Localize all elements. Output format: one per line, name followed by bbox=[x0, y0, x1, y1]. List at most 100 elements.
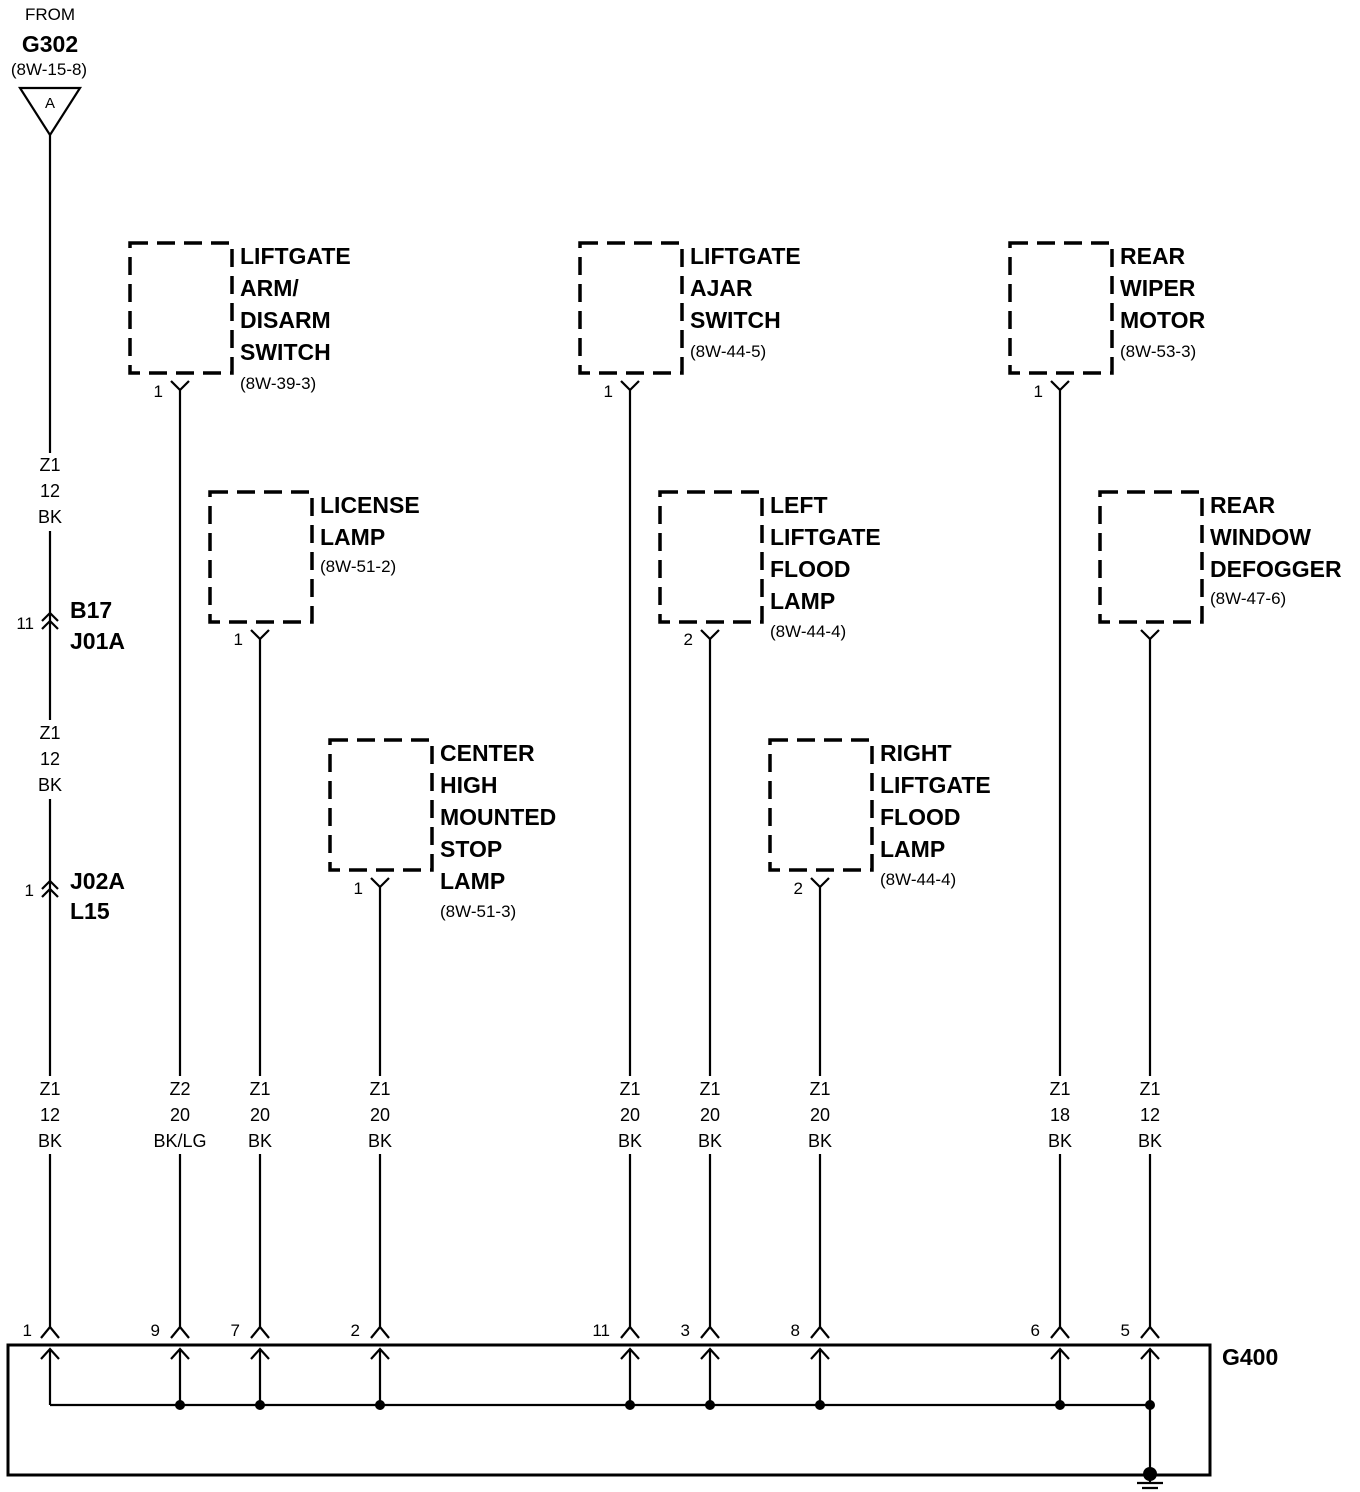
component-terminal bbox=[700, 629, 720, 641]
component-terminal bbox=[250, 629, 270, 641]
component-terminal bbox=[1140, 629, 1160, 641]
component-outline bbox=[578, 241, 684, 375]
wire-gauge-label: 20 bbox=[700, 1105, 720, 1125]
ground-connector-terminal bbox=[40, 1325, 60, 1339]
component-pin-number: 2 bbox=[794, 879, 803, 898]
ground-id: G400 bbox=[1222, 1344, 1278, 1370]
ground-connector-pin-number: 6 bbox=[1031, 1321, 1040, 1340]
component-name-line: LAMP bbox=[440, 868, 505, 894]
component-name-line: ARM/ bbox=[240, 275, 299, 301]
wire-circuit-label: Z1 bbox=[39, 455, 60, 475]
ground-eyelet-terminal bbox=[250, 1347, 270, 1405]
wire-circuit-label: Z1 bbox=[1139, 1079, 1160, 1099]
wire-circuit-label: Z1 bbox=[1049, 1079, 1070, 1099]
ground-eyelet-terminal bbox=[40, 1347, 60, 1405]
component-name-line: LIFTGATE bbox=[240, 243, 351, 269]
component-name-line: MOUNTED bbox=[440, 804, 556, 830]
component-name-line: DEFOGGER bbox=[1210, 556, 1342, 582]
ground-connector-pin-number: 9 bbox=[151, 1321, 160, 1340]
wire-gauge-label: 20 bbox=[250, 1105, 270, 1125]
ground-g400: G400 bbox=[6, 1343, 1278, 1490]
wire-gauge-label: 12 bbox=[1140, 1105, 1160, 1125]
inline-connector-name: J01A bbox=[70, 628, 125, 654]
ground-connector-pin-number: 11 bbox=[592, 1321, 610, 1340]
ground-eyelet-terminal bbox=[1050, 1347, 1070, 1405]
ground-eyelet-terminal bbox=[370, 1347, 390, 1405]
component-outline bbox=[1098, 490, 1204, 624]
wire-gauge-label: 12 bbox=[40, 749, 60, 769]
component-name-line: AJAR bbox=[690, 275, 753, 301]
component-name-line: DISARM bbox=[240, 307, 331, 333]
component-name-line: LICENSE bbox=[320, 492, 420, 518]
wire-color-label: BK bbox=[38, 775, 62, 795]
ground-connector-pin-number: 7 bbox=[231, 1321, 240, 1340]
ground-outline bbox=[6, 1343, 1212, 1477]
ground-connector-terminal bbox=[370, 1325, 390, 1339]
source-ground-id: G302 bbox=[22, 31, 78, 57]
ground-connector-terminal bbox=[170, 1325, 190, 1339]
component-name-line: CENTER bbox=[440, 740, 535, 766]
wire-circuit-label: Z1 bbox=[249, 1079, 270, 1099]
wire-circuit-label: Z2 bbox=[169, 1079, 190, 1099]
component-pin-number: 1 bbox=[604, 382, 613, 401]
ground-connector-pin-number: 8 bbox=[791, 1321, 800, 1340]
ground-eyelet-terminal bbox=[620, 1347, 640, 1405]
component-liftgate-ajar-switch: LIFTGATE AJAR SWITCH (8W-44-5) 1 Z1 20 B… bbox=[578, 241, 801, 1410]
component-terminal bbox=[370, 877, 390, 889]
ground-connector-terminal bbox=[810, 1325, 830, 1339]
ground-connector-terminal bbox=[1140, 1325, 1160, 1339]
component-pin-number: 1 bbox=[234, 630, 243, 649]
component-name-line: SWITCH bbox=[690, 307, 781, 333]
source-connector-letter: A bbox=[45, 95, 55, 112]
source-page-ref: (8W-15-8) bbox=[11, 60, 87, 79]
component-rear-window-defogger: REAR WINDOW DEFOGGER (8W-47-6) Z1 12 BK … bbox=[1098, 490, 1342, 1410]
component-pin-number: 1 bbox=[154, 382, 163, 401]
component-outline bbox=[328, 738, 434, 872]
component-terminal bbox=[170, 380, 190, 392]
component-name-line: LAMP bbox=[320, 524, 385, 550]
component-page-ref: (8W-44-4) bbox=[770, 622, 846, 641]
wire-circuit-label: Z1 bbox=[619, 1079, 640, 1099]
component-name-line: MOTOR bbox=[1120, 307, 1206, 333]
wire-gauge-label: 18 bbox=[1050, 1105, 1070, 1125]
ground-connector-pin-number: 2 bbox=[351, 1321, 360, 1340]
wire-color-label: BK bbox=[698, 1131, 722, 1151]
ground-connector-terminal bbox=[1050, 1325, 1070, 1339]
ground-connector-pin-number: 1 bbox=[23, 1321, 32, 1340]
ground-connector-pin-number: 5 bbox=[1121, 1321, 1130, 1340]
component-outline bbox=[658, 490, 764, 624]
wire-gauge-label: 12 bbox=[40, 1105, 60, 1125]
component-pin-number: 1 bbox=[354, 879, 363, 898]
component-terminal bbox=[1050, 380, 1070, 392]
inline-connector-name: B17 bbox=[70, 597, 112, 623]
component-license-lamp: LICENSE LAMP (8W-51-2) 1 Z1 20 BK 7 bbox=[208, 490, 420, 1410]
wire-gauge-label: 12 bbox=[40, 481, 60, 501]
component-outline bbox=[768, 738, 874, 872]
wire-gauge-label: 20 bbox=[170, 1105, 190, 1125]
inline-connector-terminal bbox=[41, 879, 59, 898]
inline-connector-terminal bbox=[41, 611, 59, 630]
component-name-line: REAR bbox=[1210, 492, 1276, 518]
wire-color-label: BK bbox=[38, 1131, 62, 1151]
component-terminal bbox=[810, 877, 830, 889]
component-rear-wiper-motor: REAR WIPER MOTOR (8W-53-3) 1 Z1 18 BK 6 bbox=[1008, 241, 1206, 1410]
component-page-ref: (8W-47-6) bbox=[1210, 589, 1286, 608]
component-name-line: LAMP bbox=[770, 588, 835, 614]
component-name-line: REAR bbox=[1120, 243, 1186, 269]
component-name-line: LIFTGATE bbox=[690, 243, 801, 269]
wire-color-label: BK bbox=[808, 1131, 832, 1151]
wire-color-label: BK bbox=[618, 1131, 642, 1151]
ground-eyelet-terminal bbox=[810, 1347, 830, 1405]
component-name-line: RIGHT bbox=[880, 740, 952, 766]
ground-symbol-icon bbox=[1137, 1474, 1163, 1490]
component-page-ref: (8W-51-2) bbox=[320, 557, 396, 576]
component-outline bbox=[208, 490, 314, 624]
wire-color-label: BK/LG bbox=[153, 1131, 206, 1151]
main-ground-circuit: FROM G302 (8W-15-8) A Z1 12 BK 11 B17 J0… bbox=[11, 5, 125, 1405]
component-name-line: STOP bbox=[440, 836, 502, 862]
component-name-line: WIPER bbox=[1120, 275, 1196, 301]
component-name-line: SWITCH bbox=[240, 339, 331, 365]
component-page-ref: (8W-53-3) bbox=[1120, 342, 1196, 361]
wire-gauge-label: 20 bbox=[370, 1105, 390, 1125]
